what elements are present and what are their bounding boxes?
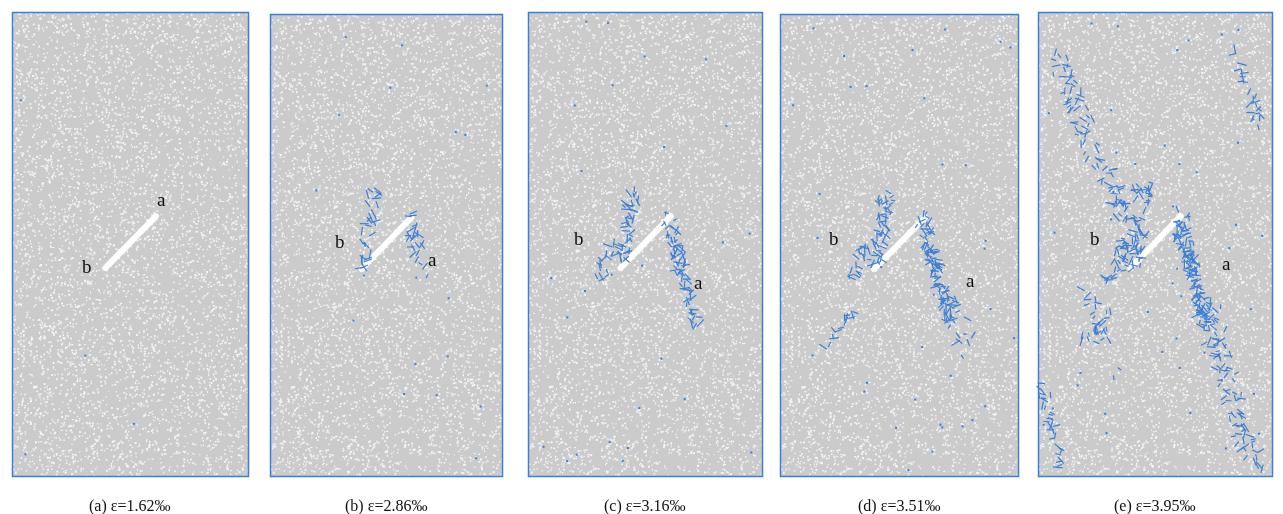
crack-tip-label: a [157,190,165,209]
panel-caption: (c) ε=3.16‰ [604,497,686,514]
crack-tip-label: b [335,232,345,251]
panel-caption: (b) ε=2.86‰ [345,497,427,514]
panel-caption: (e) ε=3.95‰ [1114,497,1196,514]
crack-tip-label: b [829,229,839,248]
crack-tip-label: b [1090,229,1100,248]
crack-tip-label: b [82,257,92,276]
panel-caption: (d) ε=3.51‰ [858,497,940,514]
crack-tip-label: b [574,229,584,248]
crack-tip-label: a [428,250,436,269]
crack-tip-label: a [694,273,702,292]
crack-tip-label: a [1222,254,1230,273]
crack-tip-label: a [966,271,974,290]
panel-caption: (a) ε=1.62‰ [89,497,171,514]
